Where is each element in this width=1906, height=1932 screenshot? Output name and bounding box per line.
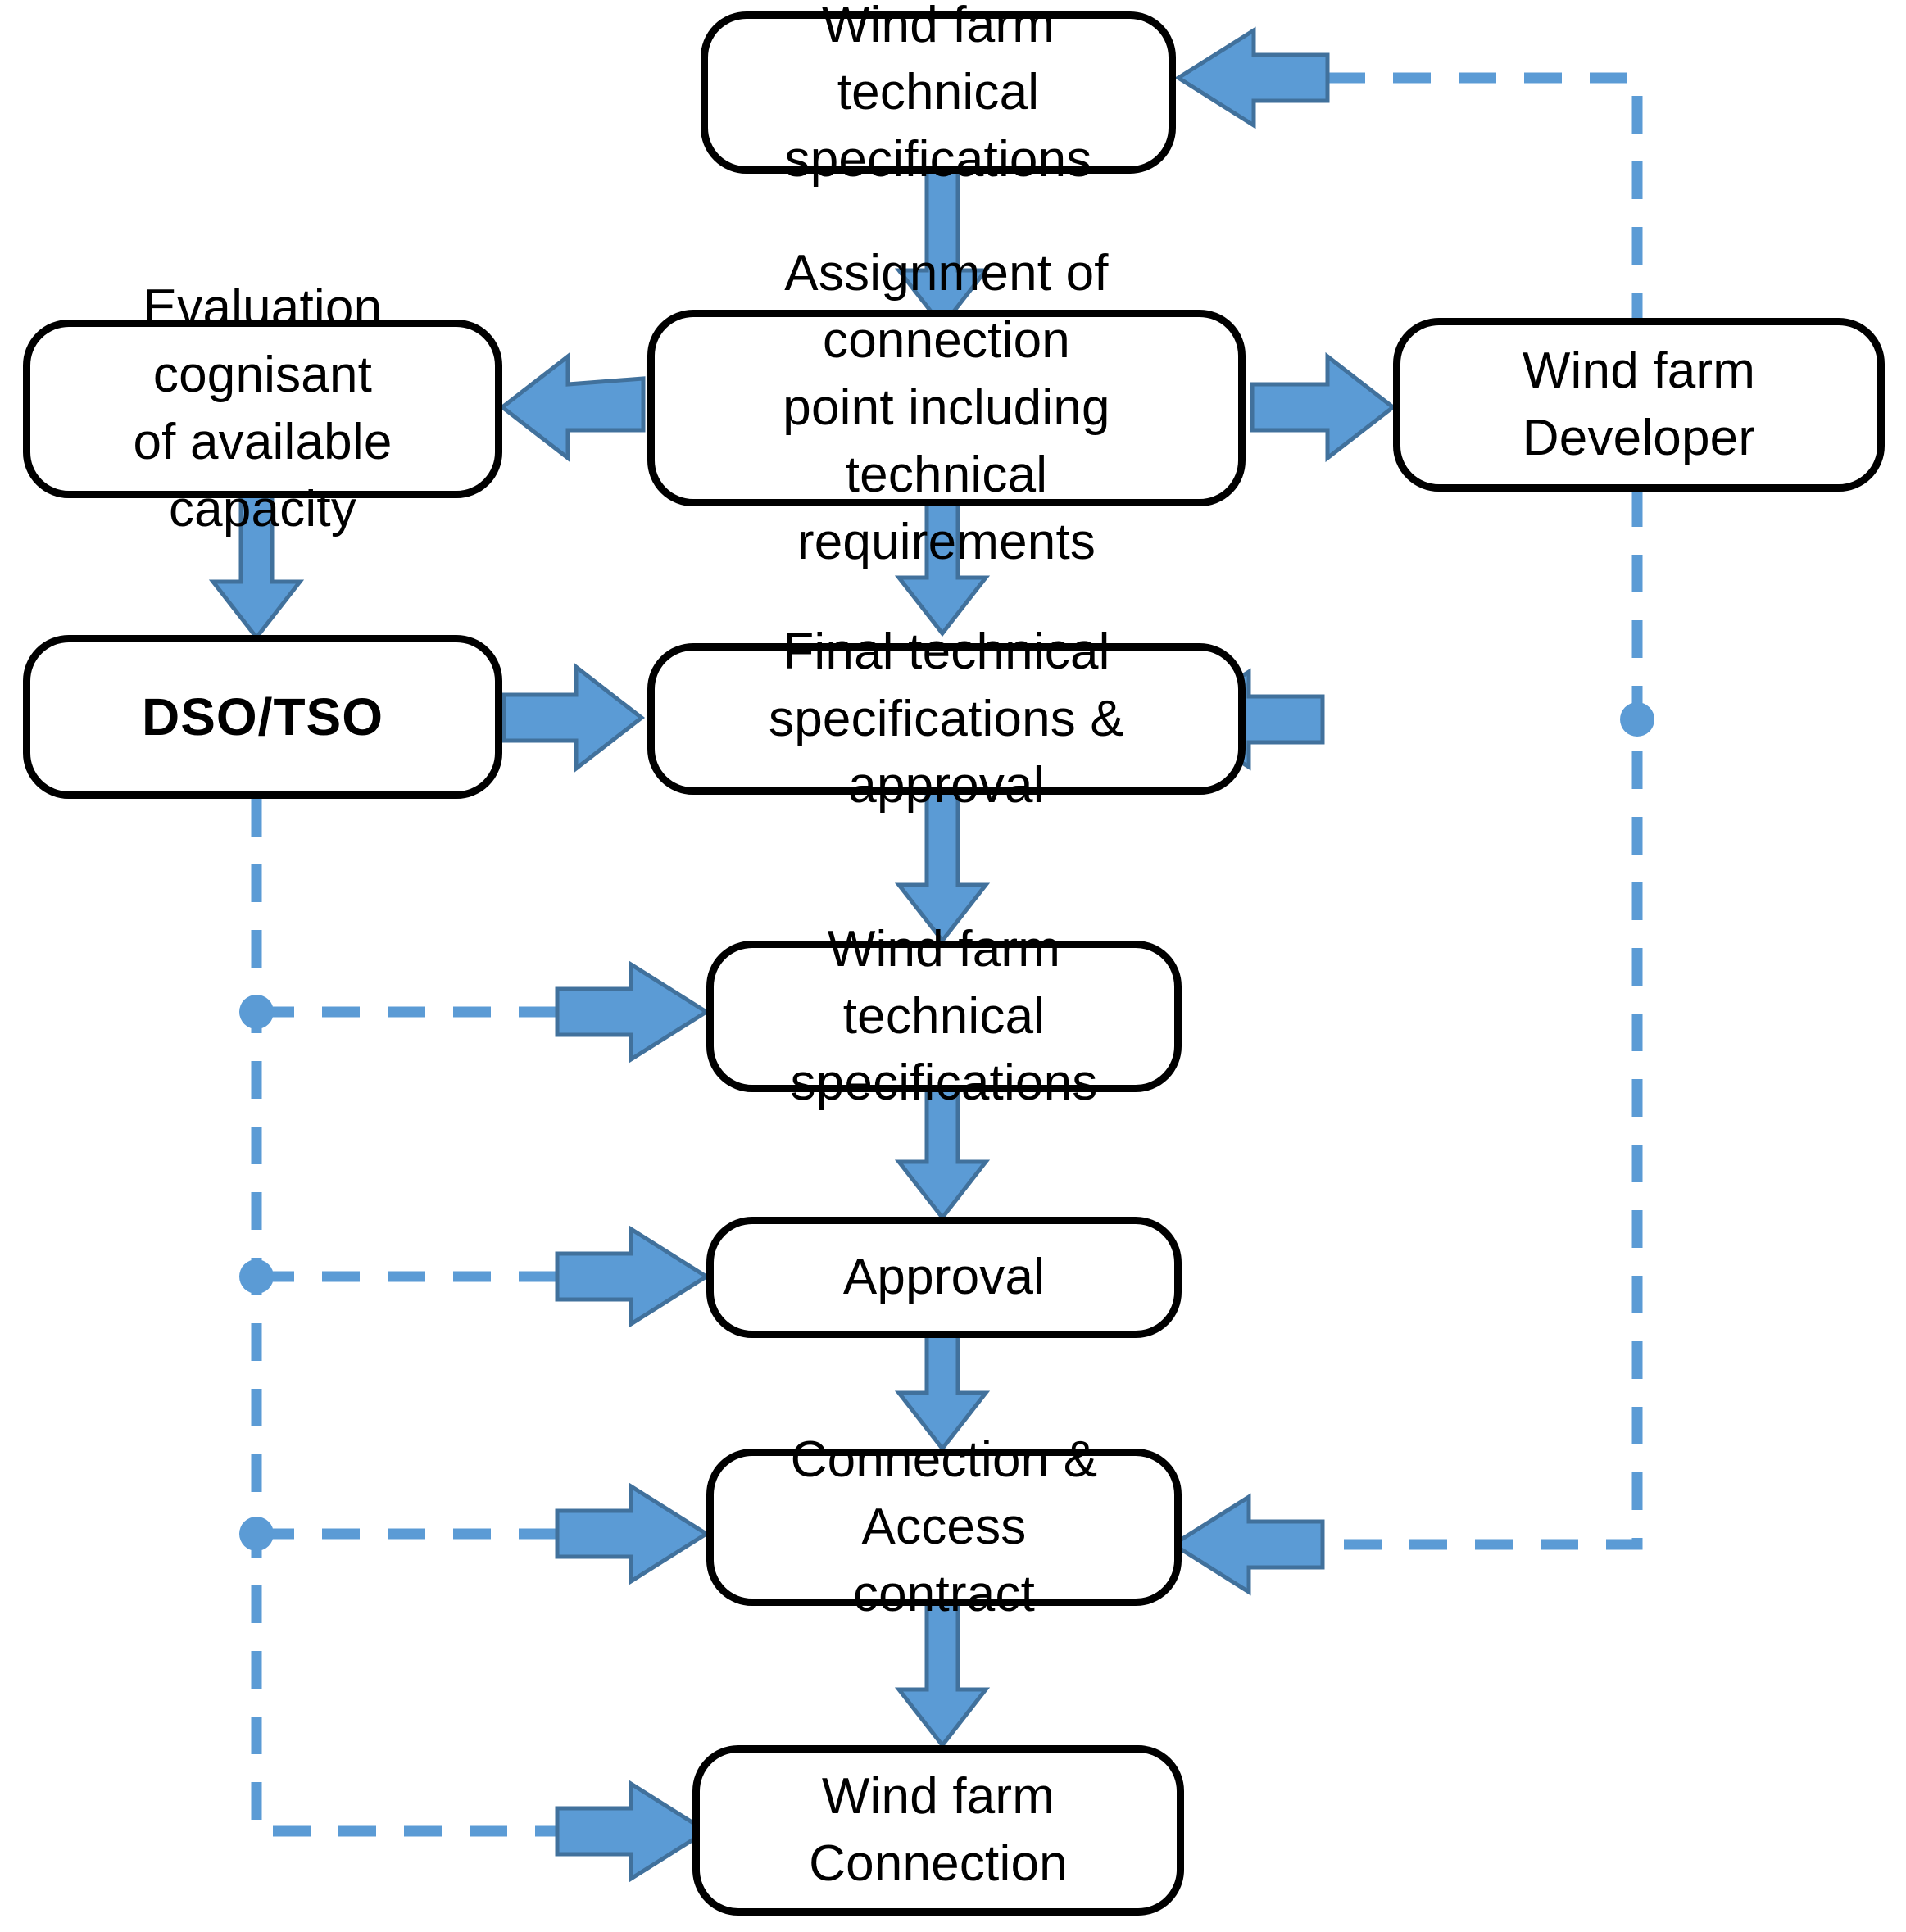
node-label-line: Developer bbox=[1522, 410, 1756, 466]
node-label-line: Connection bbox=[809, 1835, 1068, 1892]
junction-dot-dso-approval bbox=[239, 1259, 274, 1294]
dashed-bus-dso-tso bbox=[239, 799, 557, 1837]
node-wind-farm-connection[interactable]: Wind farm Connection bbox=[692, 1745, 1184, 1916]
node-label-line: Assignment of connection bbox=[784, 245, 1109, 370]
node-final-technical-specifications-approval[interactable]: Final technical specifications & approva… bbox=[647, 624, 1246, 814]
arrow-assignment-to-evaluation bbox=[498, 351, 646, 463]
node-label-line: requirements bbox=[796, 513, 1096, 570]
arrow-dso-to-approval bbox=[555, 1225, 710, 1328]
node-label-line: Wind farm bbox=[1522, 342, 1756, 400]
arrow-dso-to-wf-spec-mid bbox=[555, 960, 710, 1064]
arrow-developer-to-contract bbox=[1169, 1493, 1325, 1596]
node-assignment-of-connection-point[interactable]: Assignment of connection point including… bbox=[647, 245, 1246, 570]
node-label-line: Connection & Access bbox=[790, 1431, 1098, 1556]
node-wind-farm-technical-specifications-top[interactable]: Wind farm technical specifications bbox=[701, 0, 1176, 188]
node-label-line: specifications bbox=[790, 1054, 1098, 1112]
junction-dot-dso-contract bbox=[239, 1517, 274, 1551]
node-label-line: Wind farm technical bbox=[827, 920, 1061, 1045]
node-label-line: Final technical bbox=[783, 623, 1110, 680]
node-connection-access-contract[interactable]: Connection & Access contract bbox=[706, 1431, 1182, 1622]
node-evaluation-cognisant-of-available-capacity[interactable]: Evaluation cognisant of available capaci… bbox=[23, 279, 502, 537]
arrow-dso-to-contract bbox=[555, 1482, 710, 1585]
node-dso-tso[interactable]: DSO/TSO bbox=[23, 635, 502, 799]
arrow-dso-to-wf-connection bbox=[555, 1780, 710, 1883]
node-label-line: Approval bbox=[842, 1249, 1046, 1306]
node-label-line: of available capacity bbox=[133, 414, 393, 537]
node-label-line: Wind farm technical bbox=[821, 0, 1055, 121]
node-label-line: specifications & approval bbox=[769, 690, 1124, 814]
node-label-line: Wind farm bbox=[821, 1768, 1055, 1825]
arrow-developer-to-wf-spec-top bbox=[1174, 26, 1330, 129]
node-label-line: specifications bbox=[784, 130, 1092, 188]
node-label-line: DSO/TSO bbox=[141, 687, 384, 746]
node-label-line: contract bbox=[852, 1565, 1036, 1622]
node-wind-farm-developer[interactable]: Wind farm Developer bbox=[1393, 318, 1885, 492]
junction-dot-dso-wf-spec bbox=[239, 995, 274, 1029]
junction-dot-developer-final-spec bbox=[1620, 702, 1654, 737]
node-label-line: Evaluation cognisant bbox=[143, 279, 383, 404]
node-label-line: point including technical bbox=[783, 379, 1110, 503]
node-wind-farm-technical-specifications-mid[interactable]: Wind farm technical specifications bbox=[706, 921, 1182, 1111]
arrow-assignment-to-developer bbox=[1250, 351, 1397, 463]
node-approval[interactable]: Approval bbox=[706, 1217, 1182, 1338]
arrow-dso-to-final-spec bbox=[501, 662, 646, 773]
dashed-bus-developer bbox=[1323, 72, 1654, 1550]
